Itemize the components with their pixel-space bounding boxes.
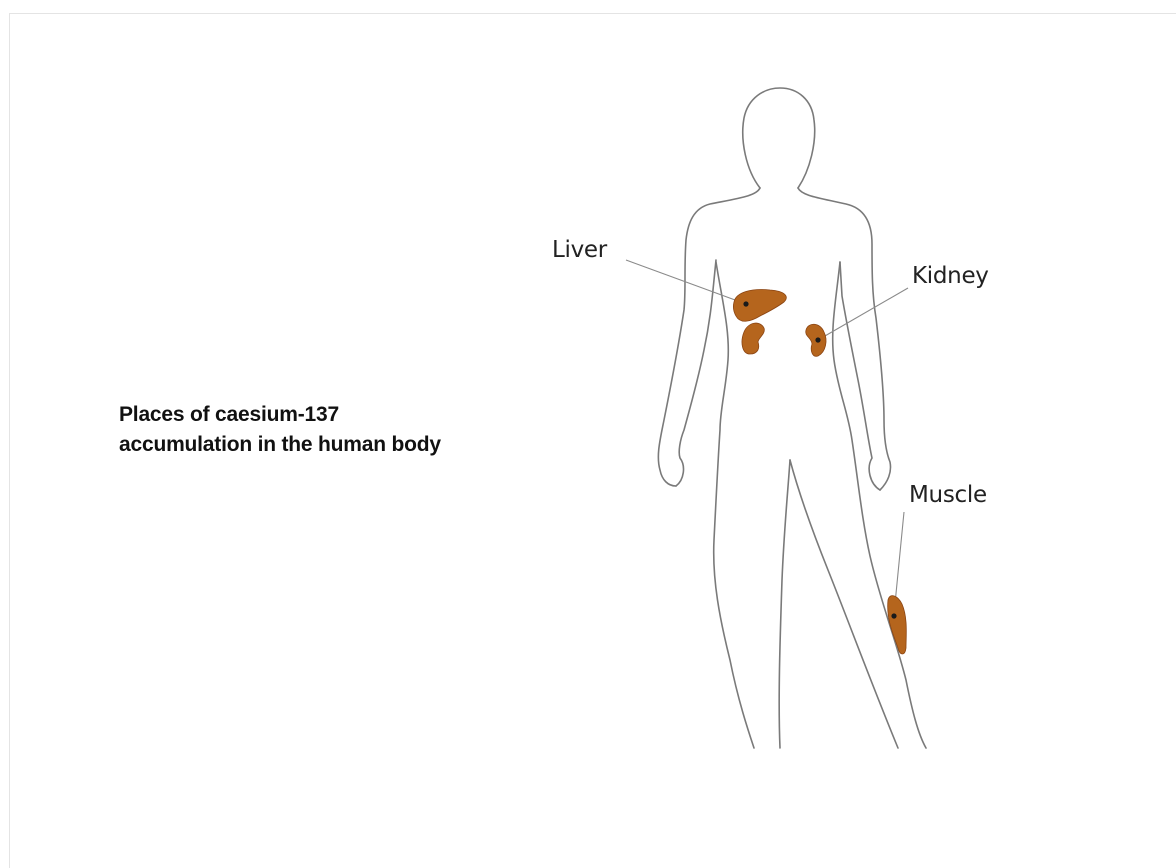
muscle-label: Muscle	[909, 482, 987, 508]
caption-line-1: Places of caesium-137	[119, 400, 539, 430]
head-outline	[743, 88, 815, 188]
liver-shape	[733, 290, 786, 322]
liver-marker-dot	[743, 301, 748, 306]
liver-leader-line	[626, 260, 746, 304]
kidney-label: Kidney	[912, 263, 989, 289]
kidney-marker-dot	[815, 337, 820, 342]
diagram-caption: Places of caesium-137 accumulation in th…	[119, 400, 539, 460]
caption-line-2: accumulation in the human body	[119, 430, 539, 460]
muscle-shape	[888, 596, 907, 654]
muscle-marker-dot	[891, 613, 896, 618]
left-hand-outline	[676, 260, 716, 486]
left-kidney-shape	[742, 323, 764, 354]
left-inner-leg-outline	[779, 460, 790, 748]
liver-label: Liver	[552, 237, 607, 263]
right-inner-leg-outline	[790, 460, 898, 748]
kidney-leader-line	[818, 288, 908, 340]
